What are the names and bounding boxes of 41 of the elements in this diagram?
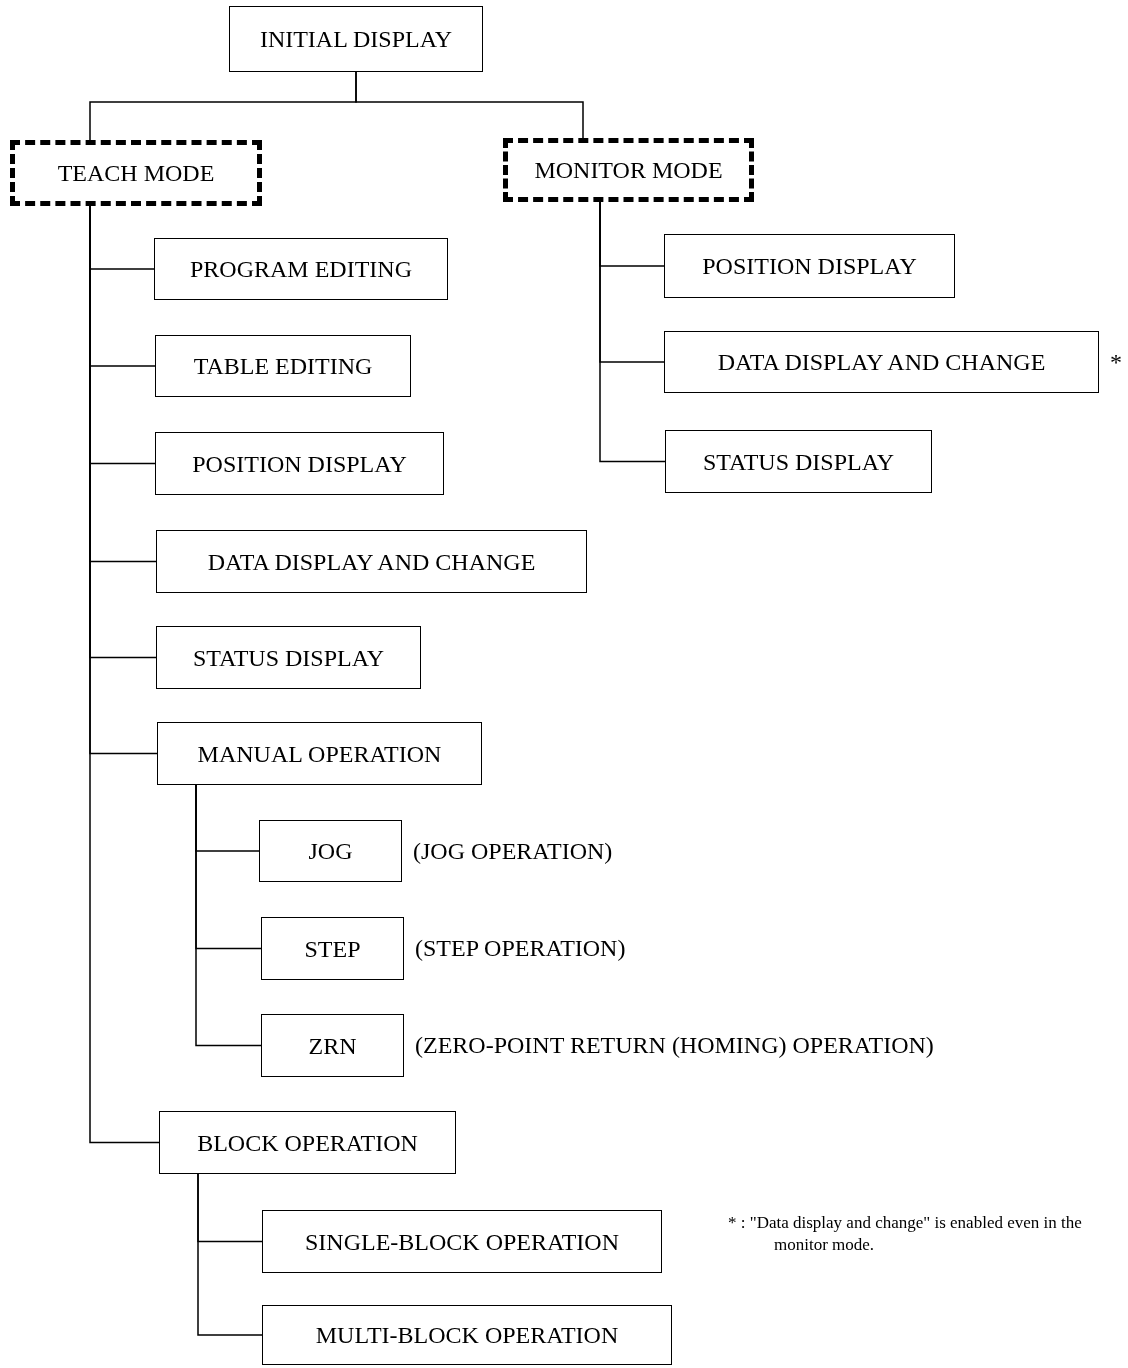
- box-label: STEP: [304, 934, 361, 964]
- menu-box: [159, 1111, 456, 1174]
- box-label: BLOCK OPERATION: [197, 1128, 418, 1158]
- box-label: JOG: [308, 837, 353, 866]
- box-label: STATUS DISPLAY: [702, 447, 895, 477]
- menu-box: [229, 6, 483, 72]
- connector-line: [197, 1173, 263, 1336]
- mode-box: [10, 140, 262, 206]
- box-label: MANUAL OPERATION: [197, 739, 442, 769]
- box-label: POSITION DISPLAY: [702, 252, 917, 281]
- side-note: (JOG OPERATION): [413, 837, 613, 866]
- side-note: (STEP OPERATION): [415, 934, 626, 963]
- box-label: DATA DISPLAY AND CHANGE: [207, 547, 536, 577]
- box-label: MULTI-BLOCK OPERATION: [315, 1321, 619, 1350]
- menu-box: [155, 335, 411, 397]
- menu-box: [262, 1210, 662, 1273]
- menu-box: [156, 530, 587, 593]
- connector-line: [355, 71, 584, 139]
- footnote: * : "Data display and change" is enabled even in the monitor mode.: [728, 1212, 1083, 1256]
- menu-box: [262, 1305, 672, 1365]
- mode-box: [503, 138, 754, 202]
- menu-box: [665, 430, 932, 493]
- box-label: POSITION DISPLAY: [192, 449, 407, 479]
- box-label: SINGLE-BLOCK OPERATION: [305, 1227, 619, 1257]
- menu-box: [664, 234, 955, 298]
- menu-box: [155, 432, 444, 495]
- side-note: *: [1110, 348, 1122, 377]
- menu-box: [156, 626, 421, 689]
- box-label: TEACH MODE: [57, 159, 215, 188]
- connector-line: [599, 201, 666, 463]
- box-label: DATA DISPLAY AND CHANGE: [717, 348, 1046, 377]
- box-label: INITIAL DISPLAY: [259, 25, 453, 54]
- box-label: PROGRAM EDITING: [190, 255, 412, 284]
- menu-box: [157, 722, 482, 785]
- box-label: ZRN: [308, 1031, 357, 1061]
- box-label: MONITOR MODE: [534, 156, 723, 185]
- connector-line: [195, 784, 262, 1047]
- box-label: TABLE EDITING: [193, 352, 373, 381]
- menu-box: [154, 238, 448, 300]
- box-label: STATUS DISPLAY: [192, 643, 385, 673]
- side-note: (ZERO-POINT RETURN (HOMING) OPERATION): [415, 1031, 934, 1060]
